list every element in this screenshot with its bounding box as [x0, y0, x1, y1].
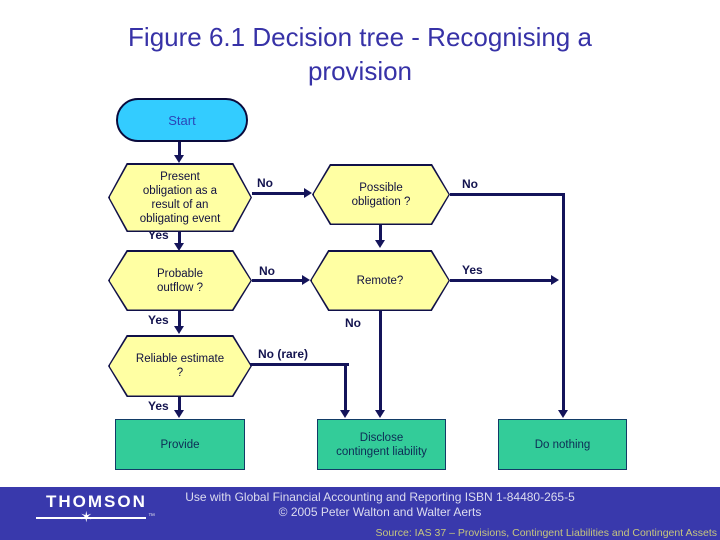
node-remote-label: Remote?: [356, 274, 404, 287]
node-possible-obligation-fill: Possible obligation ?: [313, 165, 449, 224]
edge-possible-no-vertical: [562, 193, 565, 411]
edge-probable-to-reliable: [178, 311, 181, 327]
node-present-obligation-fill: Present obligation as a result of an obl…: [109, 164, 251, 231]
node-start-label: Start: [168, 112, 196, 128]
label-reliable-yes: Yes: [148, 399, 169, 413]
node-present-obligation: Present obligation as a result of an obl…: [108, 163, 252, 232]
node-start: Start: [116, 98, 248, 142]
node-possible-obligation: Possible obligation ?: [312, 164, 450, 225]
arrowhead-remote-yes: [551, 275, 559, 285]
label-possible-no: No: [462, 177, 478, 191]
arrowhead-reliable-to-provide: [174, 410, 184, 418]
thomson-logo-line: [36, 517, 146, 519]
outcome-do-nothing-label: Do nothing: [534, 438, 591, 451]
label-reliable-no-rare: No (rare): [258, 347, 309, 361]
edge-possible-to-remote: [379, 225, 382, 241]
node-present-obligation-label: Present obligation as a result of an obl…: [139, 170, 221, 225]
usage-line-2: © 2005 Peter Walton and Walter Aerts: [278, 505, 482, 519]
node-possible-obligation-label: Possible obligation ?: [351, 181, 411, 208]
edge-reliable-to-provide: [178, 397, 181, 411]
arrowhead-remote-no: [375, 410, 385, 418]
source-text: Source: IAS 37 – Provisions, Contingent …: [375, 527, 717, 539]
label-remote-yes: Yes: [462, 263, 483, 277]
node-reliable-estimate-label: Reliable estimate ?: [135, 353, 225, 379]
thomson-wordmark: THOMSON: [46, 492, 147, 511]
arrowhead-probable-to-remote: [302, 275, 310, 285]
label-remote-no: No: [345, 316, 361, 330]
node-probable-outflow: Probable outflow ?: [108, 250, 252, 311]
edge-probable-to-remote: [252, 279, 303, 282]
outcome-do-nothing: Do nothing: [498, 419, 627, 470]
arrowhead-reliable-no: [340, 410, 350, 418]
outcome-provide: Provide: [115, 419, 245, 470]
node-reliable-estimate-fill: Reliable estimate ?: [109, 336, 251, 396]
usage-text: Use with Global Financial Accounting and…: [170, 490, 590, 520]
edge-reliable-no-vertical: [344, 363, 347, 411]
outcome-provide-label: Provide: [160, 438, 200, 451]
footer-banner: THOMSON ✶ ™ Use with Global Financial Ac…: [0, 487, 720, 540]
edge-present-to-probable: [178, 232, 181, 244]
arrowhead-probable-to-reliable: [174, 326, 184, 334]
arrowhead-start-to-present: [174, 155, 184, 163]
label-present-yes: Yes: [148, 228, 169, 242]
node-probable-outflow-label: Probable outflow ?: [156, 267, 204, 294]
outcome-disclose-label: Disclose contingent liability: [336, 431, 427, 458]
label-probable-no: No: [259, 264, 275, 278]
node-remote: Remote?: [310, 250, 450, 311]
node-remote-fill: Remote?: [311, 251, 449, 310]
page-title: Figure 6.1 Decision tree - Recognising a…: [128, 22, 592, 86]
edge-present-to-possible: [252, 192, 305, 195]
thomson-star-icon: ✶: [80, 509, 93, 526]
arrowhead-present-to-probable: [174, 243, 184, 251]
edge-reliable-no-horizontal: [250, 363, 349, 366]
node-reliable-estimate: Reliable estimate ?: [108, 335, 252, 397]
label-probable-yes: Yes: [148, 313, 169, 327]
arrowhead-possible-to-remote: [375, 240, 385, 248]
outcome-disclose: Disclose contingent liability: [317, 419, 446, 470]
edge-possible-no-horizontal: [450, 193, 565, 196]
edge-remote-yes: [450, 279, 552, 282]
usage-line-1: Use with Global Financial Accounting and…: [185, 490, 575, 504]
label-present-no: No: [257, 176, 273, 190]
arrowhead-present-to-possible: [304, 188, 312, 198]
node-probable-outflow-fill: Probable outflow ?: [109, 251, 251, 310]
edge-start-to-present: [178, 142, 181, 156]
thomson-trademark: ™: [148, 513, 155, 520]
arrowhead-to-do-nothing: [558, 410, 568, 418]
edge-remote-no: [379, 311, 382, 411]
